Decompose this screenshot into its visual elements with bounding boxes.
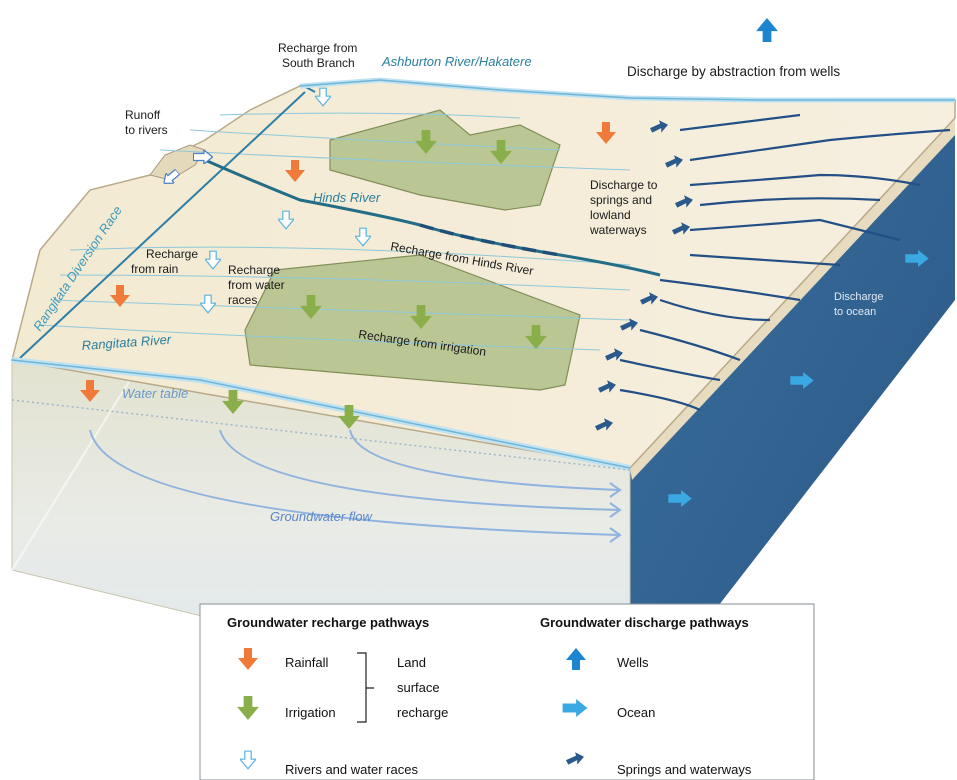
- legend-wells: Wells: [617, 655, 649, 670]
- label-recharge-south-branch-2: South Branch: [282, 56, 355, 70]
- spring-waterways: [619, 113, 951, 411]
- label-discharge-ocean-1: Discharge: [834, 291, 884, 303]
- hinds-river-dashed: [419, 223, 561, 257]
- legend-land-2: surface: [397, 680, 440, 695]
- legend-rivers-races: Rivers and water races: [285, 762, 418, 777]
- legend-land-3: recharge: [397, 705, 448, 720]
- rangitata-river: [11, 357, 631, 471]
- legend-land-1: Land: [397, 655, 426, 670]
- label-ashburton-river: Ashburton River/Hakatere: [381, 54, 532, 69]
- label-discharge-ocean-2: to ocean: [834, 306, 876, 318]
- legend-irrigation: Irrigation: [285, 705, 336, 720]
- label-recharge-races-2: from water: [228, 278, 285, 292]
- legend-box: [199, 603, 815, 780]
- label-runoff-1: Runoff: [125, 108, 161, 122]
- groundwater-flow-arrows: [89, 429, 622, 543]
- legend-springs: Springs and waterways: [617, 762, 752, 777]
- label-discharge-springs-4: waterways: [589, 223, 647, 237]
- label-recharge-races-1: Recharge: [228, 263, 280, 277]
- irrigation-areas: [244, 109, 581, 391]
- label-discharge-springs-1: Discharge to: [590, 178, 658, 192]
- label-rangitata-river: Rangitata River: [81, 332, 172, 353]
- label-discharge-wells: Discharge by abstraction from wells: [627, 64, 840, 79]
- label-recharge-rain-2: from rain: [131, 262, 178, 276]
- label-discharge-springs-3: lowland: [590, 208, 631, 222]
- wells-arrow: [756, 18, 778, 42]
- legend: Groundwater recharge pathways Groundwate…: [199, 603, 815, 780]
- label-runoff-2: to rivers: [125, 123, 168, 137]
- ashburton-river: [299, 77, 955, 103]
- label-discharge-springs-2: springs and: [590, 193, 652, 207]
- legend-discharge-title: Groundwater discharge pathways: [540, 615, 749, 630]
- label-hinds-river: Hinds River: [313, 190, 381, 205]
- label-water-table: Water table: [122, 386, 188, 401]
- legend-bracket: [357, 652, 374, 723]
- label-recharge-south-branch-1: Recharge from: [278, 41, 357, 55]
- water-table-line: [11, 399, 631, 471]
- label-groundwater-flow: Groundwater flow: [270, 509, 373, 524]
- legend-rainfall: Rainfall: [285, 655, 328, 670]
- legend-ocean: Ocean: [617, 705, 655, 720]
- label-recharge-rain-1: Recharge: [146, 247, 198, 261]
- label-recharge-races-3: races: [228, 293, 257, 307]
- legend-recharge-title: Groundwater recharge pathways: [227, 615, 429, 630]
